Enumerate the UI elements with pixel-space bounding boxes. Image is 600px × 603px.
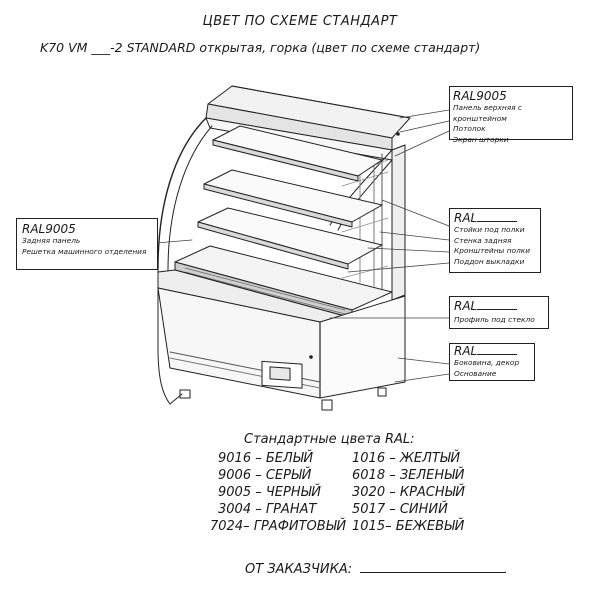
- color-left: 3004 – ГРАНАТ: [218, 502, 317, 517]
- callout-middle: RAL Стойки под полки Стенка задняя Кронш…: [449, 208, 541, 273]
- color-left: 9006 – СЕРЫЙ: [218, 468, 312, 483]
- callout-top-item: Панель верхняя с кронштейном: [453, 103, 522, 123]
- callout-glass-item: Профиль под стекло: [454, 315, 535, 324]
- color-left: 9005 – ЧЕРНЫЙ: [218, 485, 321, 500]
- callout-middle-code: RAL: [450, 209, 540, 225]
- page-title: ЦВЕТ ПО СХЕМЕ СТАНДАРТ: [202, 14, 398, 29]
- callout-top-item: Экран шторки: [453, 134, 509, 144]
- color-left: 9016 – БЕЛЫЙ: [218, 451, 314, 466]
- color-right: 1016 – ЖЕЛТЫЙ: [352, 451, 461, 466]
- callout-glass-profile: RAL Профиль под стекло: [449, 296, 549, 329]
- callout-left-item: Задняя панель: [22, 236, 81, 245]
- model-subtitle: K70 VM ___-2 STANDARD открытая, горка (ц…: [40, 40, 481, 55]
- callout-middle-item: Поддон выкладки: [454, 256, 525, 266]
- callout-top: RAL9005 Панель верхняя с кронштейном Пот…: [449, 86, 573, 144]
- callout-middle-item: Стойки под полки: [454, 225, 525, 234]
- customer-field: ОТ ЗАКАЗЧИКА:: [245, 562, 507, 577]
- callout-top-item: Потолок: [453, 124, 486, 133]
- callout-side-item: Боковина, декор: [454, 358, 520, 367]
- callout-side-item: Основание: [454, 368, 497, 378]
- customer-blank-line: [360, 572, 507, 573]
- back-wall: [341, 144, 406, 301]
- callout-middle-item: Стенка задняя: [454, 235, 512, 245]
- shelves: [197, 125, 383, 270]
- customer-label: ОТ ЗАКАЗЧИКА:: [245, 562, 353, 577]
- callout-left-code: RAL9005: [22, 222, 76, 236]
- color-right: 3020 – КРАСНЫЙ: [352, 485, 466, 500]
- callout-top-code: RAL9005: [453, 89, 507, 103]
- color-right: 6018 – ЗЕЛЕНЫЙ: [352, 468, 465, 483]
- callout-left: RAL9005 Задняя панель Решетка машинного …: [16, 218, 158, 270]
- callout-side-code: RAL: [450, 344, 534, 358]
- leader-lines: [155, 109, 450, 383]
- callout-middle-item: Кронштейны полки: [454, 246, 531, 255]
- colors-title: Стандартные цвета RAL:: [244, 432, 415, 447]
- callout-left-item: Решетка машинного отделения: [22, 246, 147, 256]
- color-right: 5017 – СИНИЙ: [352, 502, 448, 517]
- base: [157, 269, 406, 411]
- color-right: 1015– БЕЖЕВЫЙ: [352, 519, 465, 534]
- color-left: 7024– ГРАФИТОВЫЙ: [210, 519, 347, 534]
- callout-side: RAL Боковина, декор Основание: [449, 343, 535, 381]
- callout-glass-code: RAL: [450, 297, 548, 313]
